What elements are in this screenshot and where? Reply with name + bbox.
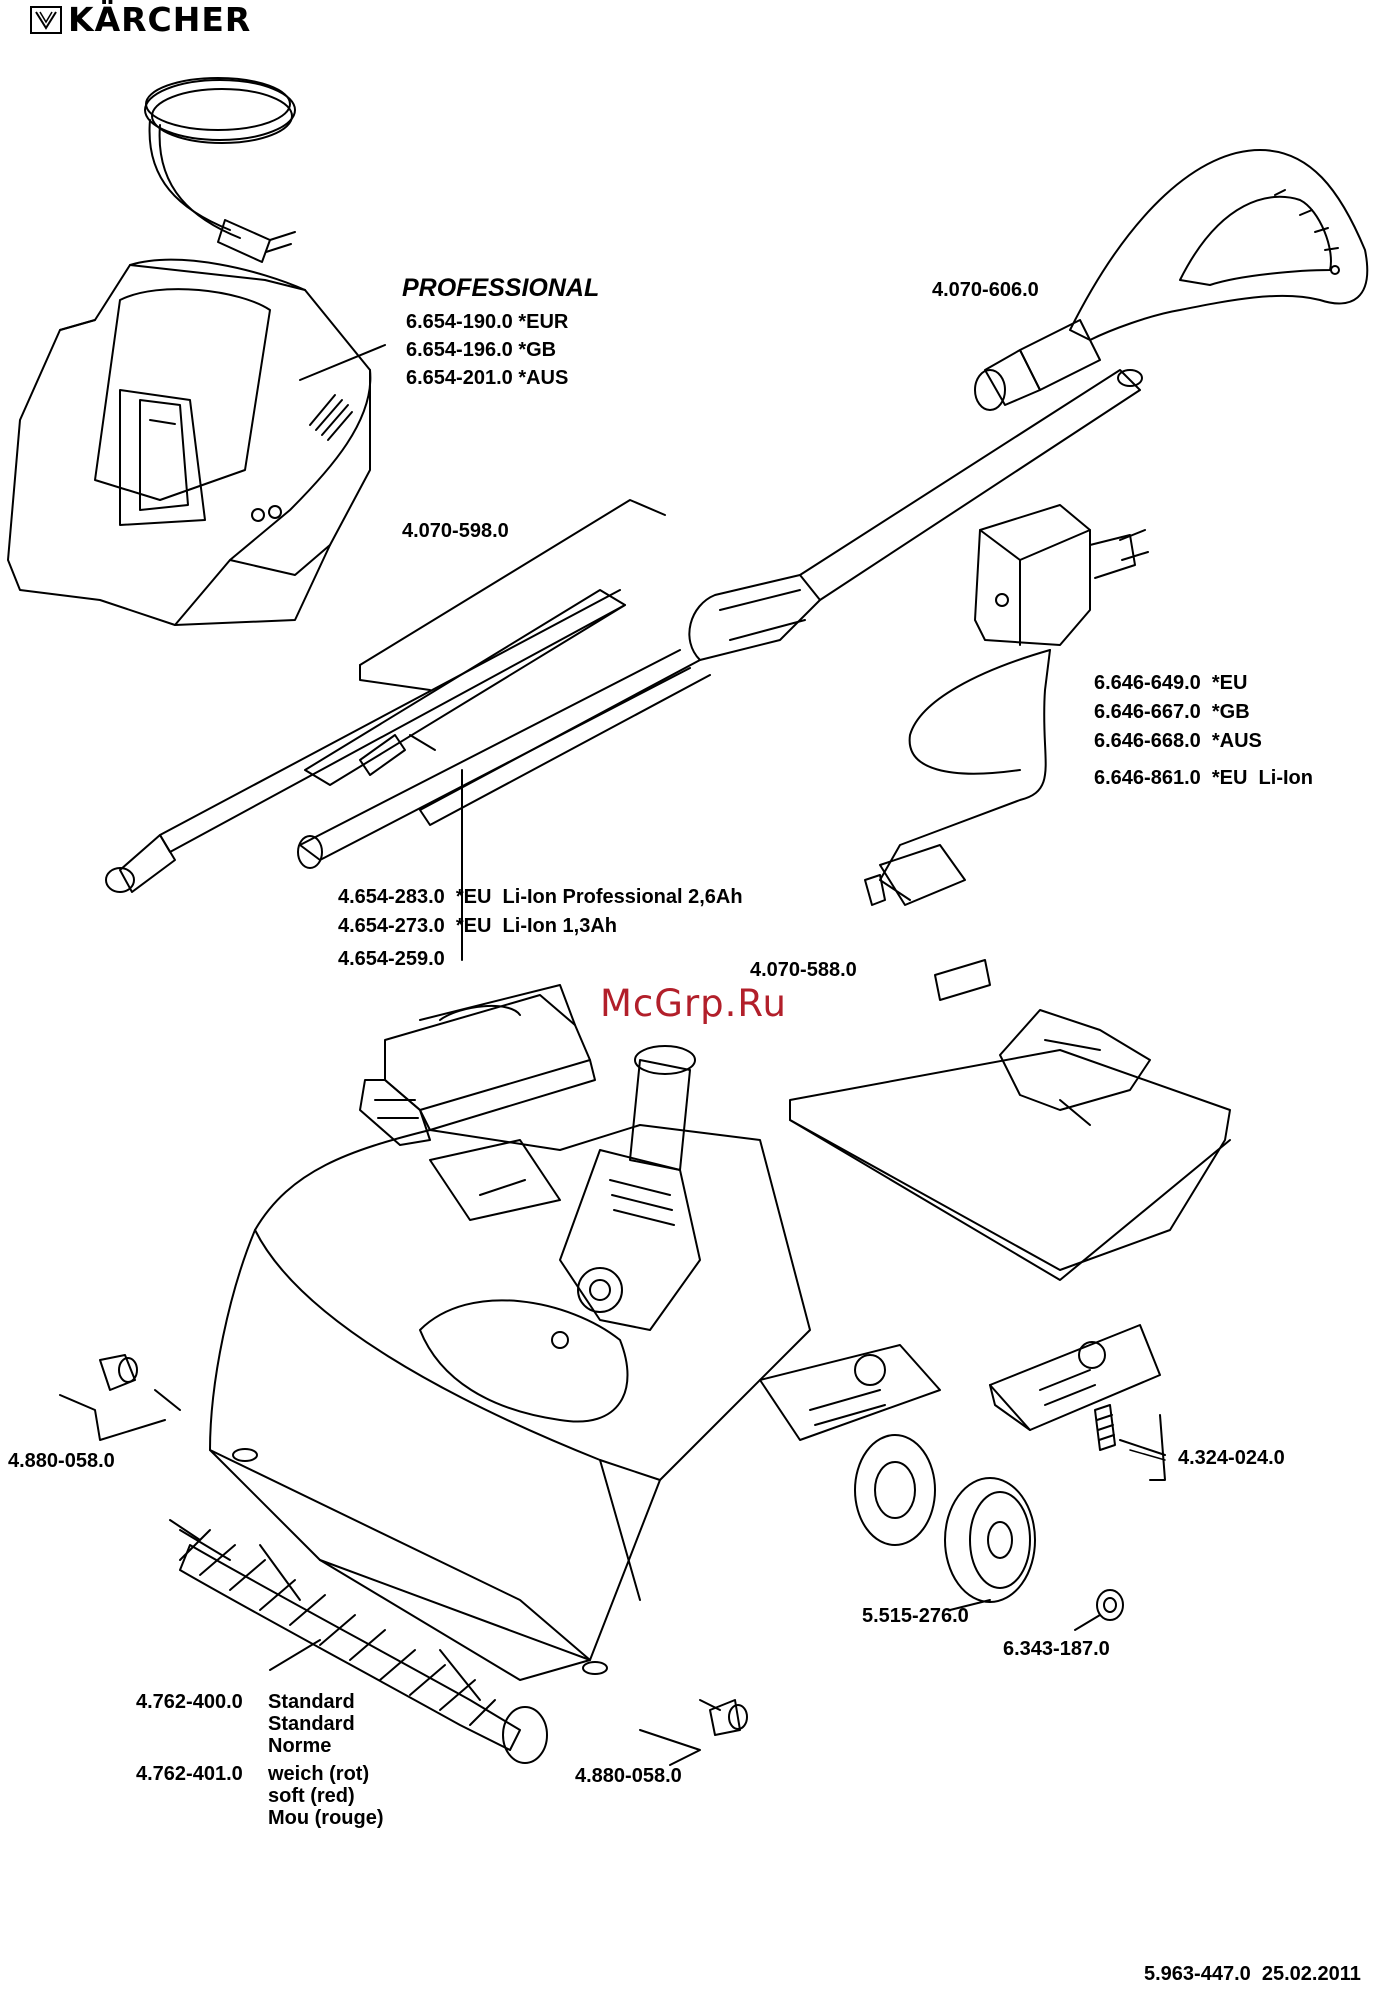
tube-drawing — [105, 369, 1143, 893]
wheel-right-part-label: 4.880-058.0 — [575, 1765, 682, 1787]
karcher-logo: KÄRCHER — [30, 3, 251, 36]
karcher-logo-text: KÄRCHER — [68, 0, 252, 39]
battery-part-0: 4.654-283.0 *EU Li-Ion Professional 2,6A… — [338, 886, 743, 908]
sweeper-body-drawing — [209, 1045, 941, 1681]
charger-part-2: 6.654-201.0 *AUS — [406, 367, 569, 389]
adapter-part-0: 6.646-649.0 *EU — [1094, 672, 1248, 694]
brush-standard-desc-1: Standard — [268, 1713, 355, 1735]
battery-part-2: 4.654-259.0 — [338, 948, 445, 970]
dirt-container-part-label: 4.070-588.0 — [750, 959, 857, 981]
handle-drawing — [974, 149, 1369, 411]
cover-part-label: 4.324-024.0 — [1178, 1447, 1285, 1469]
karcher-emblem-icon — [30, 5, 62, 34]
brush-soft-desc-2: Mou (rouge) — [268, 1807, 384, 1829]
battery-pack-drawing — [359, 769, 596, 1146]
wheel-part-label: 5.515-276.0 — [862, 1605, 969, 1627]
small-rollers-drawing — [59, 1354, 748, 1766]
brush-roller-drawing — [169, 1519, 548, 1764]
charger-part-1: 6.654-196.0 *GB — [406, 339, 557, 361]
brush-soft-part: 4.762-401.0 — [136, 1763, 243, 1785]
brush-standard-desc-0: Standard — [268, 1691, 355, 1713]
charger-station-drawing — [7, 77, 386, 626]
dirt-container-drawing — [789, 959, 1231, 1281]
adapter-part-3: 6.646-861.0 *EU Li-Ion — [1094, 767, 1313, 789]
cap-part-label: 6.343-187.0 — [1003, 1638, 1110, 1660]
power-adapter-drawing — [864, 504, 1149, 906]
watermark: McGrp.Ru — [600, 982, 787, 1025]
leader-lines — [1129, 1449, 1166, 1461]
handle-part-label: 4.070-606.0 — [932, 279, 1039, 301]
rear-cover-drawing — [989, 1324, 1166, 1481]
brush-standard-desc-2: Norme — [268, 1735, 332, 1757]
adapter-part-2: 6.646-668.0 *AUS — [1094, 730, 1262, 752]
wheel-drawing — [944, 1477, 1124, 1631]
adapter-part-1: 6.646-667.0 *GB — [1094, 701, 1250, 723]
brush-standard-part: 4.762-400.0 — [136, 1691, 243, 1713]
charger-part-0: 6.654-190.0 *EUR — [406, 311, 569, 333]
battery-part-1: 4.654-273.0 *EU Li-Ion 1,3Ah — [338, 915, 617, 937]
charger-header: PROFESSIONAL — [402, 274, 600, 302]
footer-doc-number: 5.963-447.0 25.02.2011 — [1144, 1963, 1361, 1985]
brush-soft-desc-1: soft (red) — [268, 1785, 355, 1807]
wheel-left-part-label: 4.880-058.0 — [8, 1450, 115, 1472]
middle-tube-part-label: 4.070-598.0 — [402, 520, 509, 542]
brush-soft-desc-0: weich (rot) — [268, 1763, 370, 1785]
